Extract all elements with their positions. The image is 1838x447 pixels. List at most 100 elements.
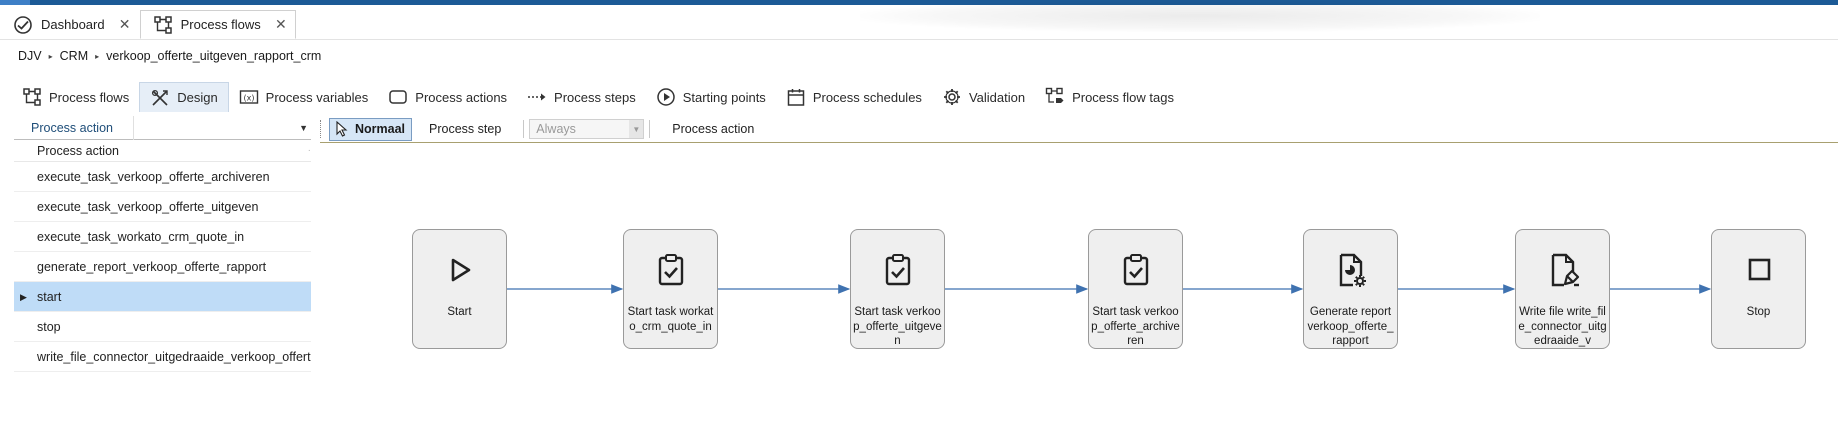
flow-node-task[interactable]: Start task workato_crm_quote_in (623, 229, 718, 349)
flow-node-start[interactable]: Start (412, 229, 507, 349)
tab-starting-points[interactable]: Starting points (646, 82, 776, 112)
flow-node-task[interactable]: Start task verkoop_offerte_archiveren (1088, 229, 1183, 349)
list-item-label: execute_task_workato_crm_quote_in (37, 230, 245, 244)
breadcrumb-separator: ▸ (95, 51, 100, 61)
window-shadow (860, 0, 1540, 32)
list-item[interactable]: stop (14, 312, 311, 342)
chevron-down-icon[interactable]: ▼ (629, 120, 644, 138)
cursor-arrow-icon (336, 121, 348, 137)
flow-node-task[interactable]: Start task verkoop_offerte_uitgeven (850, 229, 945, 349)
normaal-label: Normaal (355, 122, 406, 136)
variables-icon: (x) (239, 90, 258, 104)
flow-node-label: Write file write_file_connector_uitgedra… (1518, 306, 1607, 347)
process-action-panel: Process action ▼ Process action · execut… (14, 115, 311, 372)
list-item-label: start (37, 290, 62, 304)
flow-node-label: Start (447, 306, 472, 318)
condition-select[interactable]: Always ▼ (529, 119, 645, 139)
process-step-button[interactable]: Process step (429, 122, 502, 136)
doc-tab-label: Process flows (180, 17, 261, 32)
report-gear-icon (1339, 253, 1366, 287)
process-flows-icon (153, 15, 172, 34)
flow-node-label: Start task workato_crm_quote_in (627, 306, 714, 333)
list-item[interactable]: generate_report_verkoop_offerte_rapport (14, 252, 311, 282)
design-toolbar: Normaal Process step Always ▼ Process ac… (320, 116, 1838, 143)
tab-process-actions[interactable]: Process actions (378, 82, 517, 112)
process-flows-icon (23, 88, 41, 106)
list-item-label: generate_report_verkoop_offerte_rapport (37, 260, 267, 274)
list-item[interactable]: execute_task_verkoop_offerte_archiveren (14, 162, 311, 192)
validation-gear-icon (943, 89, 960, 105)
clipboard-check-icon (1123, 254, 1149, 286)
column-header-label: Process action (37, 144, 119, 158)
list-item-label: write_file_connector_uitgedraaide_verkoo… (37, 350, 311, 364)
tab-design[interactable]: Design (139, 82, 229, 112)
tab-label: Process steps (554, 89, 636, 105)
starting-points-icon (656, 88, 675, 106)
tab-process-variables[interactable]: (x) Process variables (229, 82, 379, 112)
tab-label: Process flow tags (1072, 89, 1174, 105)
flow-node-label: Start task verkoop_offerte_archiveren (1091, 306, 1180, 347)
flow-node-stop[interactable]: Stop (1711, 229, 1806, 349)
normaal-mode-button[interactable]: Normaal (329, 117, 413, 141)
list-item-label: execute_task_verkoop_offerte_archiveren (37, 170, 270, 184)
tab-label: Process actions (415, 89, 508, 105)
tab-label: Process schedules (812, 89, 922, 105)
flow-connectors (507, 284, 1712, 294)
flow-canvas[interactable]: Start Start task workato_crm_quote_in St… (320, 144, 1838, 447)
title-bar-accent (0, 0, 30, 5)
breadcrumb-separator: ▸ (48, 51, 53, 61)
toolbar-separator (523, 120, 525, 138)
tab-label: Process flows (49, 89, 130, 105)
list-item[interactable]: execute_task_workato_crm_quote_in (14, 222, 311, 252)
flow-node-write-file[interactable]: Write file write_file_connector_uitgedra… (1515, 229, 1610, 349)
flow-node-label: Generate report verkoop_offerte_rapport (1307, 306, 1394, 347)
condition-select-value: Always (536, 122, 576, 136)
list-item[interactable]: execute_task_verkoop_offerte_uitgeven (14, 192, 311, 222)
chevron-down-icon[interactable]: ▼ (299, 122, 308, 133)
tab-label: Starting points (682, 89, 766, 105)
grid-column-header[interactable]: Process action · (14, 140, 311, 162)
breadcrumb-item[interactable]: CRM (59, 49, 89, 63)
toolbar-separator (649, 120, 651, 138)
tab-process-flow-tags[interactable]: Process flow tags (1035, 82, 1184, 112)
design-tools-icon (152, 89, 168, 106)
flow-node-label: Stop (1746, 306, 1771, 318)
clipboard-check-icon (885, 254, 911, 286)
doc-tab-label: Dashboard (41, 17, 105, 32)
breadcrumb-item[interactable]: DJV (18, 49, 42, 63)
tab-label: Design (177, 90, 218, 105)
play-icon (451, 258, 471, 282)
row-indicator-icon: ▶ (20, 292, 27, 302)
process-actions-icon (389, 90, 408, 104)
doc-tab-process-flows[interactable]: Process flows ✕ (139, 10, 296, 39)
tab-process-flows[interactable]: Process flows (12, 82, 139, 112)
list-item-label: stop (37, 320, 61, 334)
stop-icon (1748, 258, 1771, 281)
flow-node-report[interactable]: Generate report verkoop_offerte_rapport (1303, 229, 1398, 349)
sub-tabs: Process flows Design (x) Process variabl… (12, 82, 1184, 112)
list-item-label: execute_task_verkoop_offerte_uitgeven (37, 200, 259, 214)
doc-tabs-divider (0, 39, 1838, 40)
doc-tab-dashboard[interactable]: Dashboard ✕ (0, 10, 140, 39)
tab-process-steps[interactable]: Process steps (517, 82, 646, 112)
svg-text:(x): (x) (243, 94, 254, 103)
close-icon[interactable]: ✕ (118, 16, 131, 32)
panel-selector-label: Process action (14, 115, 134, 140)
toolbar-grip[interactable] (320, 120, 323, 138)
column-resize-handle[interactable]: · (307, 145, 311, 156)
tab-label: Validation (968, 89, 1026, 105)
file-edit-icon (1551, 253, 1580, 287)
tab-label: Process variables (265, 89, 369, 105)
tags-icon (1045, 87, 1064, 103)
tab-process-schedules[interactable]: Process schedules (776, 82, 932, 112)
tab-validation[interactable]: Validation (932, 82, 1035, 112)
panel-selector[interactable]: Process action ▼ (14, 115, 311, 140)
list-item[interactable]: write_file_connector_uitgedraaide_verkoo… (14, 342, 311, 372)
process-action-button[interactable]: Process action (672, 122, 755, 136)
list-item-selected[interactable]: ▶ start (14, 282, 311, 312)
calendar-icon (787, 89, 805, 106)
dashboard-gauge-icon (14, 15, 32, 34)
flow-node-label: Start task verkoop_offerte_uitgeven (853, 306, 942, 347)
clipboard-check-icon (658, 254, 684, 286)
close-icon[interactable]: ✕ (274, 16, 287, 32)
